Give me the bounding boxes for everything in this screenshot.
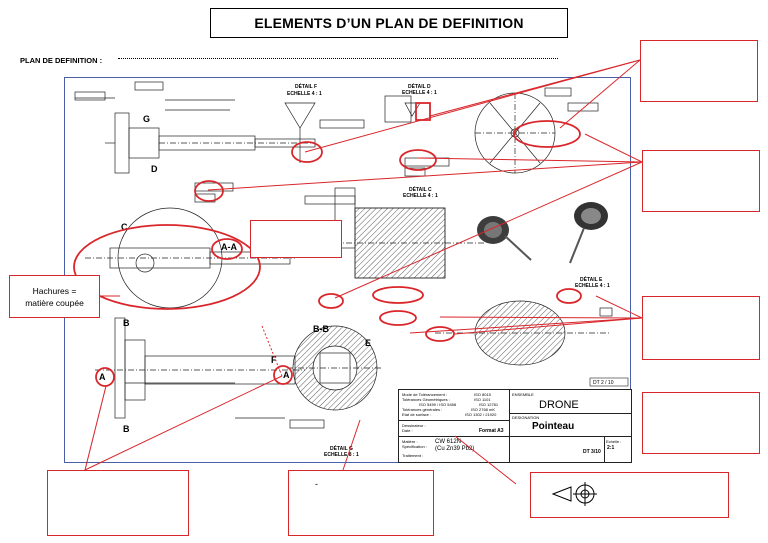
detail-d-block <box>384 95 412 123</box>
tb-matiere: CW 612N <box>435 439 462 445</box>
label-a-left: A <box>99 372 106 382</box>
tb-tol-4: Tolérances générales : <box>402 407 443 412</box>
label-dt-ref: DT 2 / 10 <box>593 380 614 386</box>
tb-designation-label: DESIGNATION <box>512 415 540 420</box>
answer-box-title-block[interactable] <box>642 392 760 454</box>
tb-echelle: 2:1 <box>607 445 615 451</box>
tb-traitement-label: Traitement : <box>402 453 424 458</box>
tb-matiere-detail: (Cu Zn39 Pb2) <box>435 446 475 452</box>
tb-dessinateur: Dessinateur : <box>402 423 426 428</box>
tb-specification-label: Spécification : <box>402 444 427 449</box>
tb-tol-1-val: ISO 8015 <box>474 392 491 397</box>
label-f: F <box>271 355 277 365</box>
answer-box-top-right[interactable] <box>640 40 758 102</box>
hachures-line-1: Hachures = <box>32 285 77 296</box>
tb-format: Format A3 <box>479 428 504 434</box>
part-g-pulley <box>114 112 130 174</box>
plan-answer-line <box>118 58 558 59</box>
label-b-top: B <box>123 318 130 328</box>
label-d: D <box>151 164 158 174</box>
label-section-bb: B-B <box>313 324 329 334</box>
dash-text: - <box>315 479 318 489</box>
label-detail-f: DÉTAIL F <box>295 82 317 90</box>
label-detail-f-scale: ECHELLE 4 : 1 <box>287 91 322 97</box>
tb-tol-1: Mode de Tolérancement : <box>402 392 448 397</box>
tb-tol-5: Etat de surface : <box>402 412 432 417</box>
label-detail-e: DÉTAIL E <box>580 275 603 283</box>
label-c: C <box>121 222 128 232</box>
title-block: Mode de Tolérancement : ISO 8015 Toléran… <box>398 389 632 463</box>
tb-tol-3b-val: ISO 12781 <box>479 402 499 407</box>
tb-designation: Pointeau <box>532 421 575 432</box>
label-detail-d: DÉTAIL D <box>408 82 431 90</box>
label-detail-g: DÉTAIL G <box>330 444 353 452</box>
tb-tol-5-val: ISO 1302 / 21920 <box>465 412 497 417</box>
tb-ensemble-label: ENSEMBLE <box>512 392 534 397</box>
label-detail-g-scale: ECHELLE 8 : 1 <box>324 452 359 458</box>
label-g: G <box>143 114 150 124</box>
answer-box-mid-right[interactable] <box>642 150 760 212</box>
tb-tol-2: Tolérances Géométriques : <box>402 397 450 402</box>
tb-doc-ref: DT 3/10 <box>583 449 601 455</box>
tb-matiere-label: Matière : <box>402 439 418 444</box>
page-title-box: ELEMENTS D’UN PLAN DE DEFINITION <box>210 8 568 38</box>
label-detail-e-scale: ECHELLE 4 : 1 <box>575 283 610 289</box>
answer-box-bottom-center[interactable]: - <box>288 470 434 536</box>
detail-f-cone <box>284 102 316 129</box>
plan-label: PLAN DE DEFINITION : <box>20 56 103 65</box>
tb-ensemble: DRONE <box>539 399 579 411</box>
tb-tol-4-val: ISO 2768 mK <box>471 407 496 412</box>
label-detail-d-scale: ECHELLE 4 : 1 <box>402 90 437 96</box>
tb-tol-3-val: ISO 5459 / ISO 5458 <box>419 402 457 407</box>
render-3d-views <box>477 202 608 264</box>
tb-tol-2-val: ISO 1101 <box>474 397 491 402</box>
answer-box-section-aa[interactable] <box>250 220 342 258</box>
label-detail-c: DÉTAIL C <box>409 185 432 193</box>
label-detail-c-scale: ECHELLE 4 : 1 <box>403 193 438 199</box>
tb-echelle-label: Echelle : <box>606 439 622 444</box>
hachures-annotation: Hachures = matière coupée <box>9 275 100 318</box>
answer-box-bottom-left[interactable] <box>47 470 189 536</box>
hachures-line-2: matière coupée <box>25 297 84 308</box>
label-b-bottom: B <box>123 424 130 434</box>
tolerance-symbol-box[interactable] <box>530 472 729 518</box>
conical-taper-and-circle-target-icon <box>551 481 599 512</box>
answer-box-lower-right[interactable] <box>642 296 760 360</box>
part-b-flange <box>114 317 126 419</box>
label-e: E <box>365 338 371 348</box>
label-a-right: A <box>283 370 290 380</box>
page-title: ELEMENTS D’UN PLAN DE DEFINITION <box>254 15 524 31</box>
label-section-aa: A-A <box>221 242 237 252</box>
tb-date: Date : <box>402 428 413 433</box>
